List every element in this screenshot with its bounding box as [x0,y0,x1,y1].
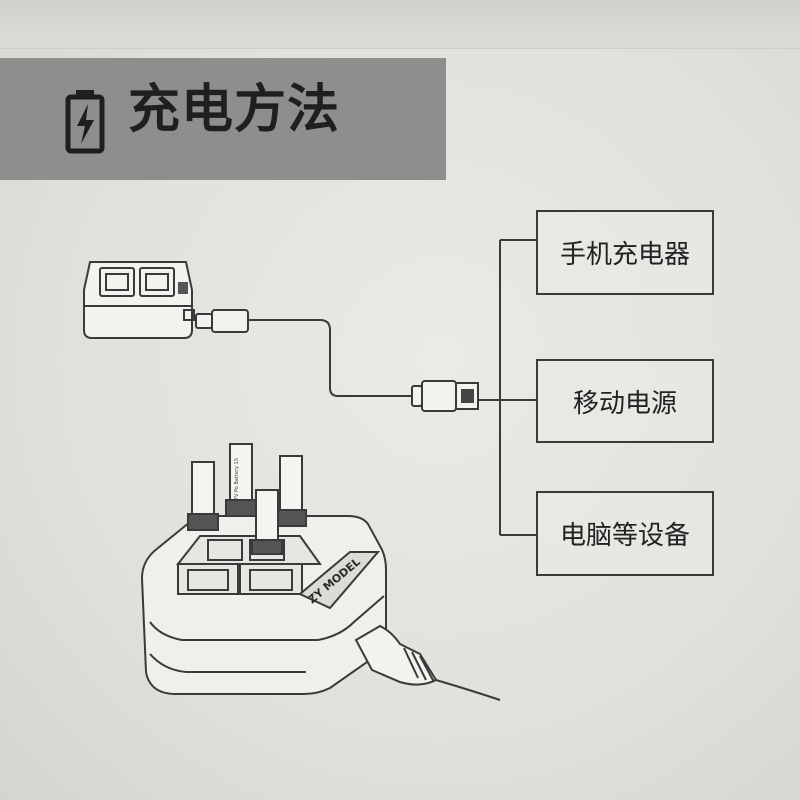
box-fold-edge [0,0,800,49]
device-label: 移动电源 [572,388,677,419]
header-band [0,58,446,180]
connector-bracket [478,239,536,536]
device-label: 手机充电器 [559,240,690,270]
small-charger [83,261,195,339]
charger-input-cable [354,624,501,701]
brand-label: ZY MODEL [306,555,363,606]
battery-charging-icon [65,90,105,154]
device-phone-charger: 手机充电器 [536,210,714,295]
device-power-bank: 移动电源 [536,359,714,443]
usb-cable [258,319,412,397]
device-label: 电脑等设备 [559,521,690,551]
battery-label: 3.7V Po Battery 1S [234,458,240,505]
battery-cells [187,443,307,555]
usb-connector [411,380,479,412]
charger-plug [195,309,258,333]
page-title: 充电方法 [128,80,341,140]
device-computer: 电脑等设备 [536,491,714,576]
